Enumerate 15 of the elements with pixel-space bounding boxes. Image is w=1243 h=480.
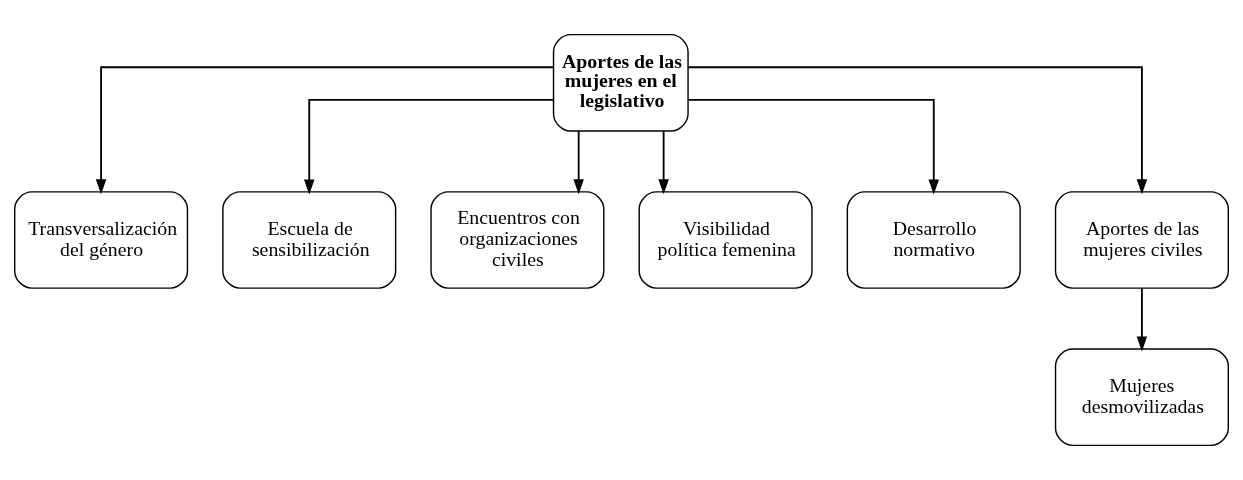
arrow xyxy=(95,66,555,195)
node-box: Aportes de las mujeres civiles xyxy=(1054,191,1229,289)
arrow xyxy=(573,130,584,195)
arrow xyxy=(1136,287,1148,352)
node-box: Transversalización del género xyxy=(14,191,189,289)
arrow xyxy=(658,130,669,195)
node-box: Desarrollo normativo xyxy=(846,191,1021,289)
arrow xyxy=(687,98,939,195)
node-box: Escuela de sensibilización xyxy=(222,191,397,289)
node-box: Aportes de las mujeres en el legislativo xyxy=(552,33,689,132)
node-box: Encuentros con organizaciones civiles xyxy=(430,191,605,289)
node-box: Mujeres desmovilizadas xyxy=(1054,348,1229,447)
arrow xyxy=(687,66,1148,195)
arrow xyxy=(304,98,555,195)
node-box: Visibilidad política femenina xyxy=(638,191,813,289)
